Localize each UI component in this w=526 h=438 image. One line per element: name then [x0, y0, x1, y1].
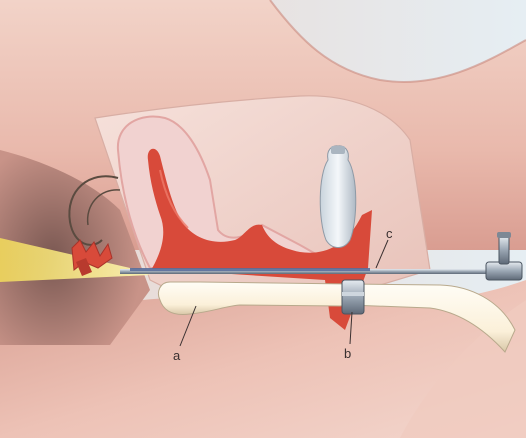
eyepiece-stem [499, 236, 509, 264]
label-a: a [173, 348, 181, 363]
clamp-b [342, 280, 364, 314]
clamp-b-band [342, 292, 364, 296]
label-c: c [386, 226, 393, 241]
hysteroscope-sheath [130, 268, 370, 271]
balloon-neck [331, 146, 345, 154]
label-b: b [344, 346, 351, 361]
eyepiece-cap [497, 232, 511, 238]
eyepiece-body [486, 262, 522, 280]
